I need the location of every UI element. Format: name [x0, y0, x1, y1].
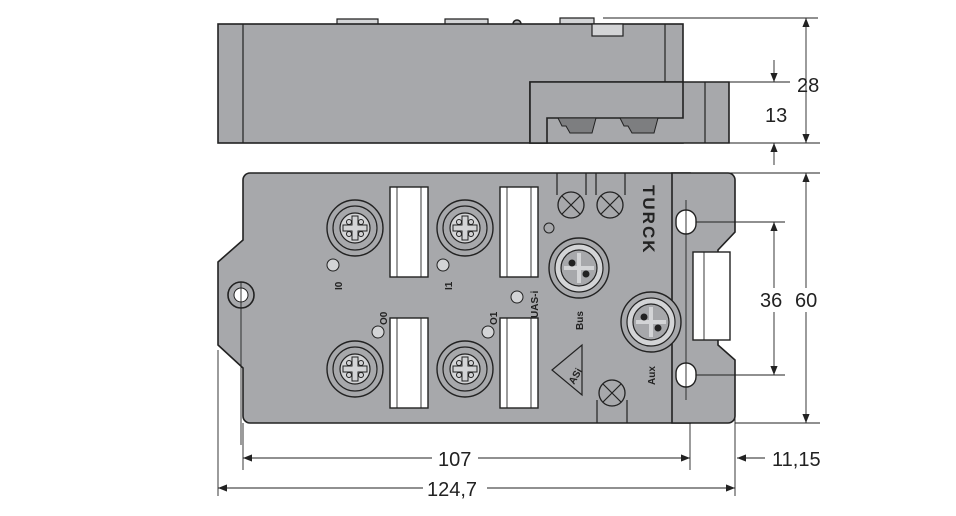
dimension-front: 107 124,7 11,15 36 60 — [217, 172, 821, 501]
dim-height-total: 28 — [797, 75, 819, 97]
screw-icon — [557, 191, 585, 219]
label-o0: O0 — [379, 311, 390, 325]
label-i0: I0 — [334, 281, 345, 290]
brand-logo: TURCK — [639, 185, 658, 255]
label-aux: Aux — [647, 366, 658, 385]
dim-width-plate: 107 — [438, 449, 471, 471]
connector-o0 — [326, 340, 384, 398]
screw-icon — [596, 191, 624, 219]
dimension-side: 28 13 — [690, 18, 820, 165]
side-view — [217, 17, 818, 144]
front-view: I0 I1 O0 O1 UAS-i Bus Aux TURCK ASi — [217, 172, 736, 445]
label-o1: O1 — [489, 311, 500, 325]
led-indicators — [326, 258, 524, 339]
screw-icon — [598, 379, 626, 407]
connector-o1 — [436, 340, 494, 398]
label-uasi: UAS-i — [530, 291, 541, 318]
connector-i0 — [326, 199, 384, 257]
dim-offset-right: 11,15 — [772, 449, 821, 471]
label-windows — [389, 186, 539, 409]
dim-depth: 60 — [795, 290, 817, 312]
label-i1: I1 — [444, 281, 455, 290]
label-bus: Bus — [575, 311, 586, 330]
connector-aux — [619, 290, 683, 354]
dim-width-total: 124,7 — [427, 479, 477, 501]
ground-icon — [543, 222, 555, 234]
dim-hole-spacing: 36 — [760, 290, 782, 312]
connector-i1 — [436, 199, 494, 257]
dim-height-lower: 13 — [765, 105, 787, 127]
connector-bus — [547, 236, 611, 300]
